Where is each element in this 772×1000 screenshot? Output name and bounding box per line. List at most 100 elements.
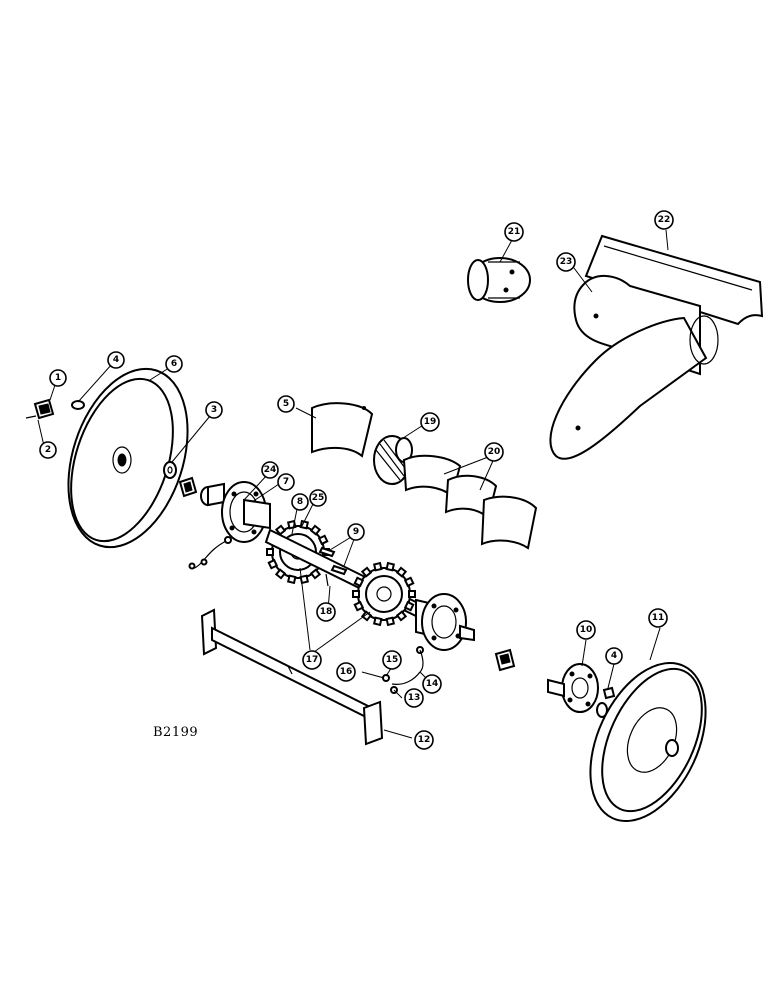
- cover-shells-20: [402, 454, 538, 550]
- spacer-sleeve: [200, 482, 225, 507]
- right-wheel-hub: [547, 663, 599, 713]
- callout-20: 20: [484, 442, 504, 462]
- svg-text:1: 1: [55, 373, 61, 383]
- chain-guard-23: [549, 275, 719, 460]
- callout-24: 24: [261, 461, 279, 479]
- callout-12: 12: [414, 730, 434, 750]
- svg-text:21: 21: [508, 227, 521, 237]
- right-pulley-wheel: [589, 661, 707, 823]
- sprocket-tooth: [352, 590, 360, 598]
- sprocket-tooth: [317, 534, 329, 546]
- grease-line: [188, 536, 232, 570]
- sprocket-tooth: [353, 600, 365, 612]
- svg-text:16: 16: [340, 667, 353, 677]
- callout-5: 5: [277, 395, 295, 413]
- roller-21: [467, 257, 531, 303]
- sprocket-tooth: [299, 519, 310, 530]
- svg-text:5: 5: [283, 399, 289, 409]
- tapered-roller-19: [373, 435, 413, 485]
- svg-text:6: 6: [171, 359, 177, 369]
- callout-15: 15: [382, 650, 402, 670]
- callout-19: 19: [420, 412, 440, 432]
- right-hub-flange: [415, 593, 475, 651]
- svg-text:20: 20: [488, 447, 501, 457]
- callout-16: 16: [336, 662, 356, 682]
- left-key: [71, 400, 85, 410]
- callout-1: 1: [49, 369, 67, 387]
- callout-14: 14: [422, 674, 442, 694]
- svg-text:9: 9: [353, 527, 359, 537]
- figure-code-label: B2199: [153, 725, 199, 740]
- left-cotter-pin: [25, 415, 37, 419]
- svg-text:11: 11: [652, 613, 665, 623]
- sprocket-tooth: [395, 566, 408, 578]
- washer: [163, 461, 177, 479]
- svg-text:19: 19: [424, 417, 437, 427]
- callout-2: 2: [39, 441, 57, 459]
- callout-13: 13: [404, 688, 424, 708]
- svg-text:15: 15: [386, 655, 399, 665]
- sprocket-tooth: [274, 524, 287, 536]
- right-sprocket: [352, 561, 416, 627]
- svg-text:22: 22: [658, 215, 671, 225]
- callout-6: 6: [165, 355, 183, 373]
- svg-text:10: 10: [580, 625, 593, 635]
- callout-3: 3: [205, 401, 223, 419]
- svg-text:18: 18: [320, 607, 333, 617]
- svg-text:7: 7: [283, 477, 289, 487]
- left-bearing-block: [178, 476, 198, 498]
- callout-18: 18: [316, 602, 336, 622]
- sprocket-tooth: [403, 576, 415, 588]
- right-washer: [596, 702, 608, 718]
- sprocket-tooth: [395, 610, 408, 622]
- svg-text:24: 24: [264, 465, 277, 475]
- callout-4-left: 4: [107, 351, 125, 369]
- callout-10: 10: [576, 620, 596, 640]
- callout-23: 23: [556, 252, 576, 272]
- sprocket-tooth: [309, 524, 322, 536]
- callout-8: 8: [291, 493, 309, 511]
- right-key: [602, 686, 616, 700]
- sprocket-tooth: [267, 558, 279, 570]
- callout-25: 25: [309, 489, 327, 507]
- shaft-keys: [318, 546, 348, 587]
- callout-9: 9: [347, 523, 365, 541]
- sprocket-tooth: [385, 616, 396, 627]
- left-pulley-wheel: [67, 367, 189, 549]
- callout-22: 22: [654, 210, 674, 230]
- svg-text:2: 2: [45, 445, 51, 455]
- svg-text:4: 4: [611, 651, 617, 661]
- cover-shell-5: [311, 402, 374, 458]
- sprocket-tooth: [385, 561, 396, 572]
- callout-4-right: 4: [605, 647, 623, 665]
- sprocket-tooth: [286, 574, 297, 585]
- sprocket-tooth: [372, 561, 383, 572]
- svg-text:17: 17: [306, 655, 319, 665]
- svg-text:13: 13: [408, 693, 421, 703]
- sprocket-tooth: [360, 566, 373, 578]
- left-hub-flange: [221, 481, 271, 543]
- svg-text:3: 3: [211, 405, 217, 415]
- chain-guard-22: [584, 234, 764, 326]
- sprocket-tooth: [372, 616, 383, 627]
- callout-11: 11: [648, 608, 668, 628]
- sprocket-tooth: [309, 568, 322, 580]
- sprocket-tooth: [266, 548, 274, 556]
- callout-7: 7: [277, 473, 295, 491]
- right-bearing-block: [494, 648, 516, 672]
- svg-text:14: 14: [426, 679, 439, 689]
- left-bushing: [33, 398, 55, 420]
- sprocket-tooth: [403, 600, 415, 612]
- support-bar: [200, 608, 384, 746]
- sprocket-tooth: [408, 590, 416, 598]
- sprocket-tooth: [274, 568, 287, 580]
- svg-text:25: 25: [312, 493, 325, 503]
- svg-text:4: 4: [113, 355, 119, 365]
- callout-17: 17: [302, 650, 322, 670]
- callout-21: 21: [504, 222, 524, 242]
- svg-text:23: 23: [560, 257, 573, 267]
- svg-text:12: 12: [418, 735, 431, 745]
- sprocket-tooth: [353, 576, 365, 588]
